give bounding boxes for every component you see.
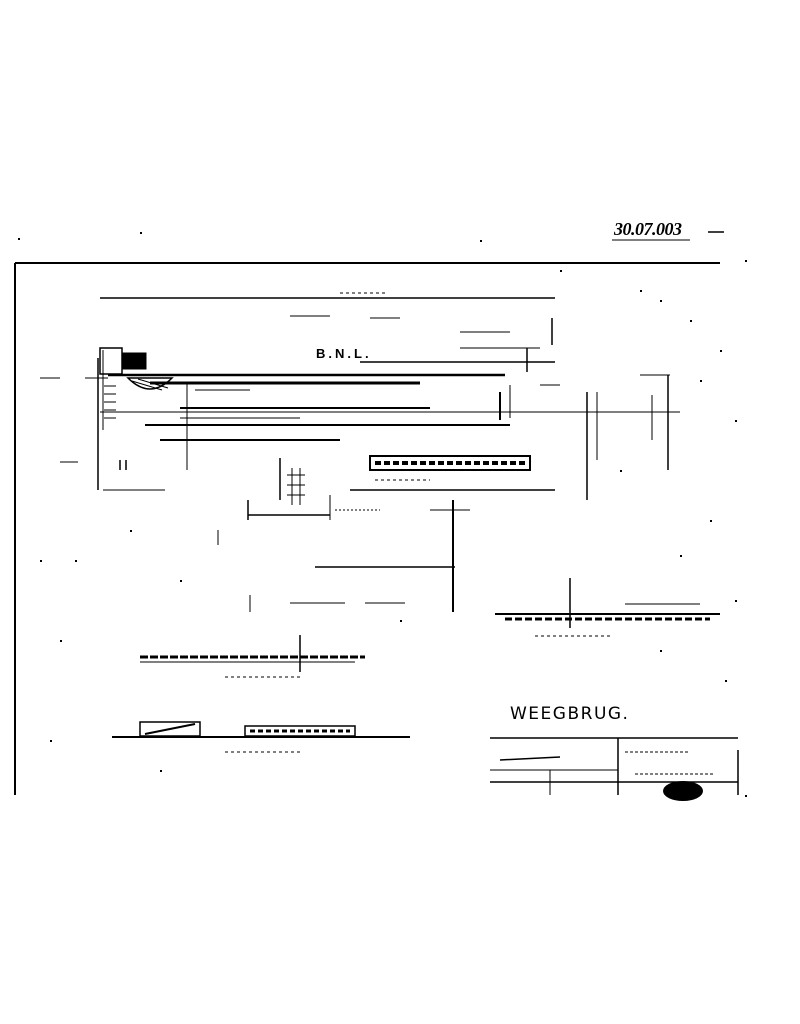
detail-section-b bbox=[112, 721, 410, 753]
weighbridge-elevation bbox=[40, 292, 680, 500]
title-block bbox=[490, 737, 739, 801]
sheet-frame bbox=[14, 231, 724, 795]
drawing-number: 30.07.003 bbox=[614, 219, 682, 239]
end-bearing-detail bbox=[99, 347, 174, 419]
lever-linkage bbox=[217, 458, 455, 612]
drawing-title: WEEGBRUG. bbox=[510, 704, 630, 724]
section-mark-label: B.N.L. bbox=[316, 346, 372, 361]
detail-section-c bbox=[495, 578, 720, 637]
detail-section-a bbox=[140, 635, 365, 678]
platform-beam bbox=[350, 455, 555, 612]
scan-noise bbox=[18, 232, 747, 797]
